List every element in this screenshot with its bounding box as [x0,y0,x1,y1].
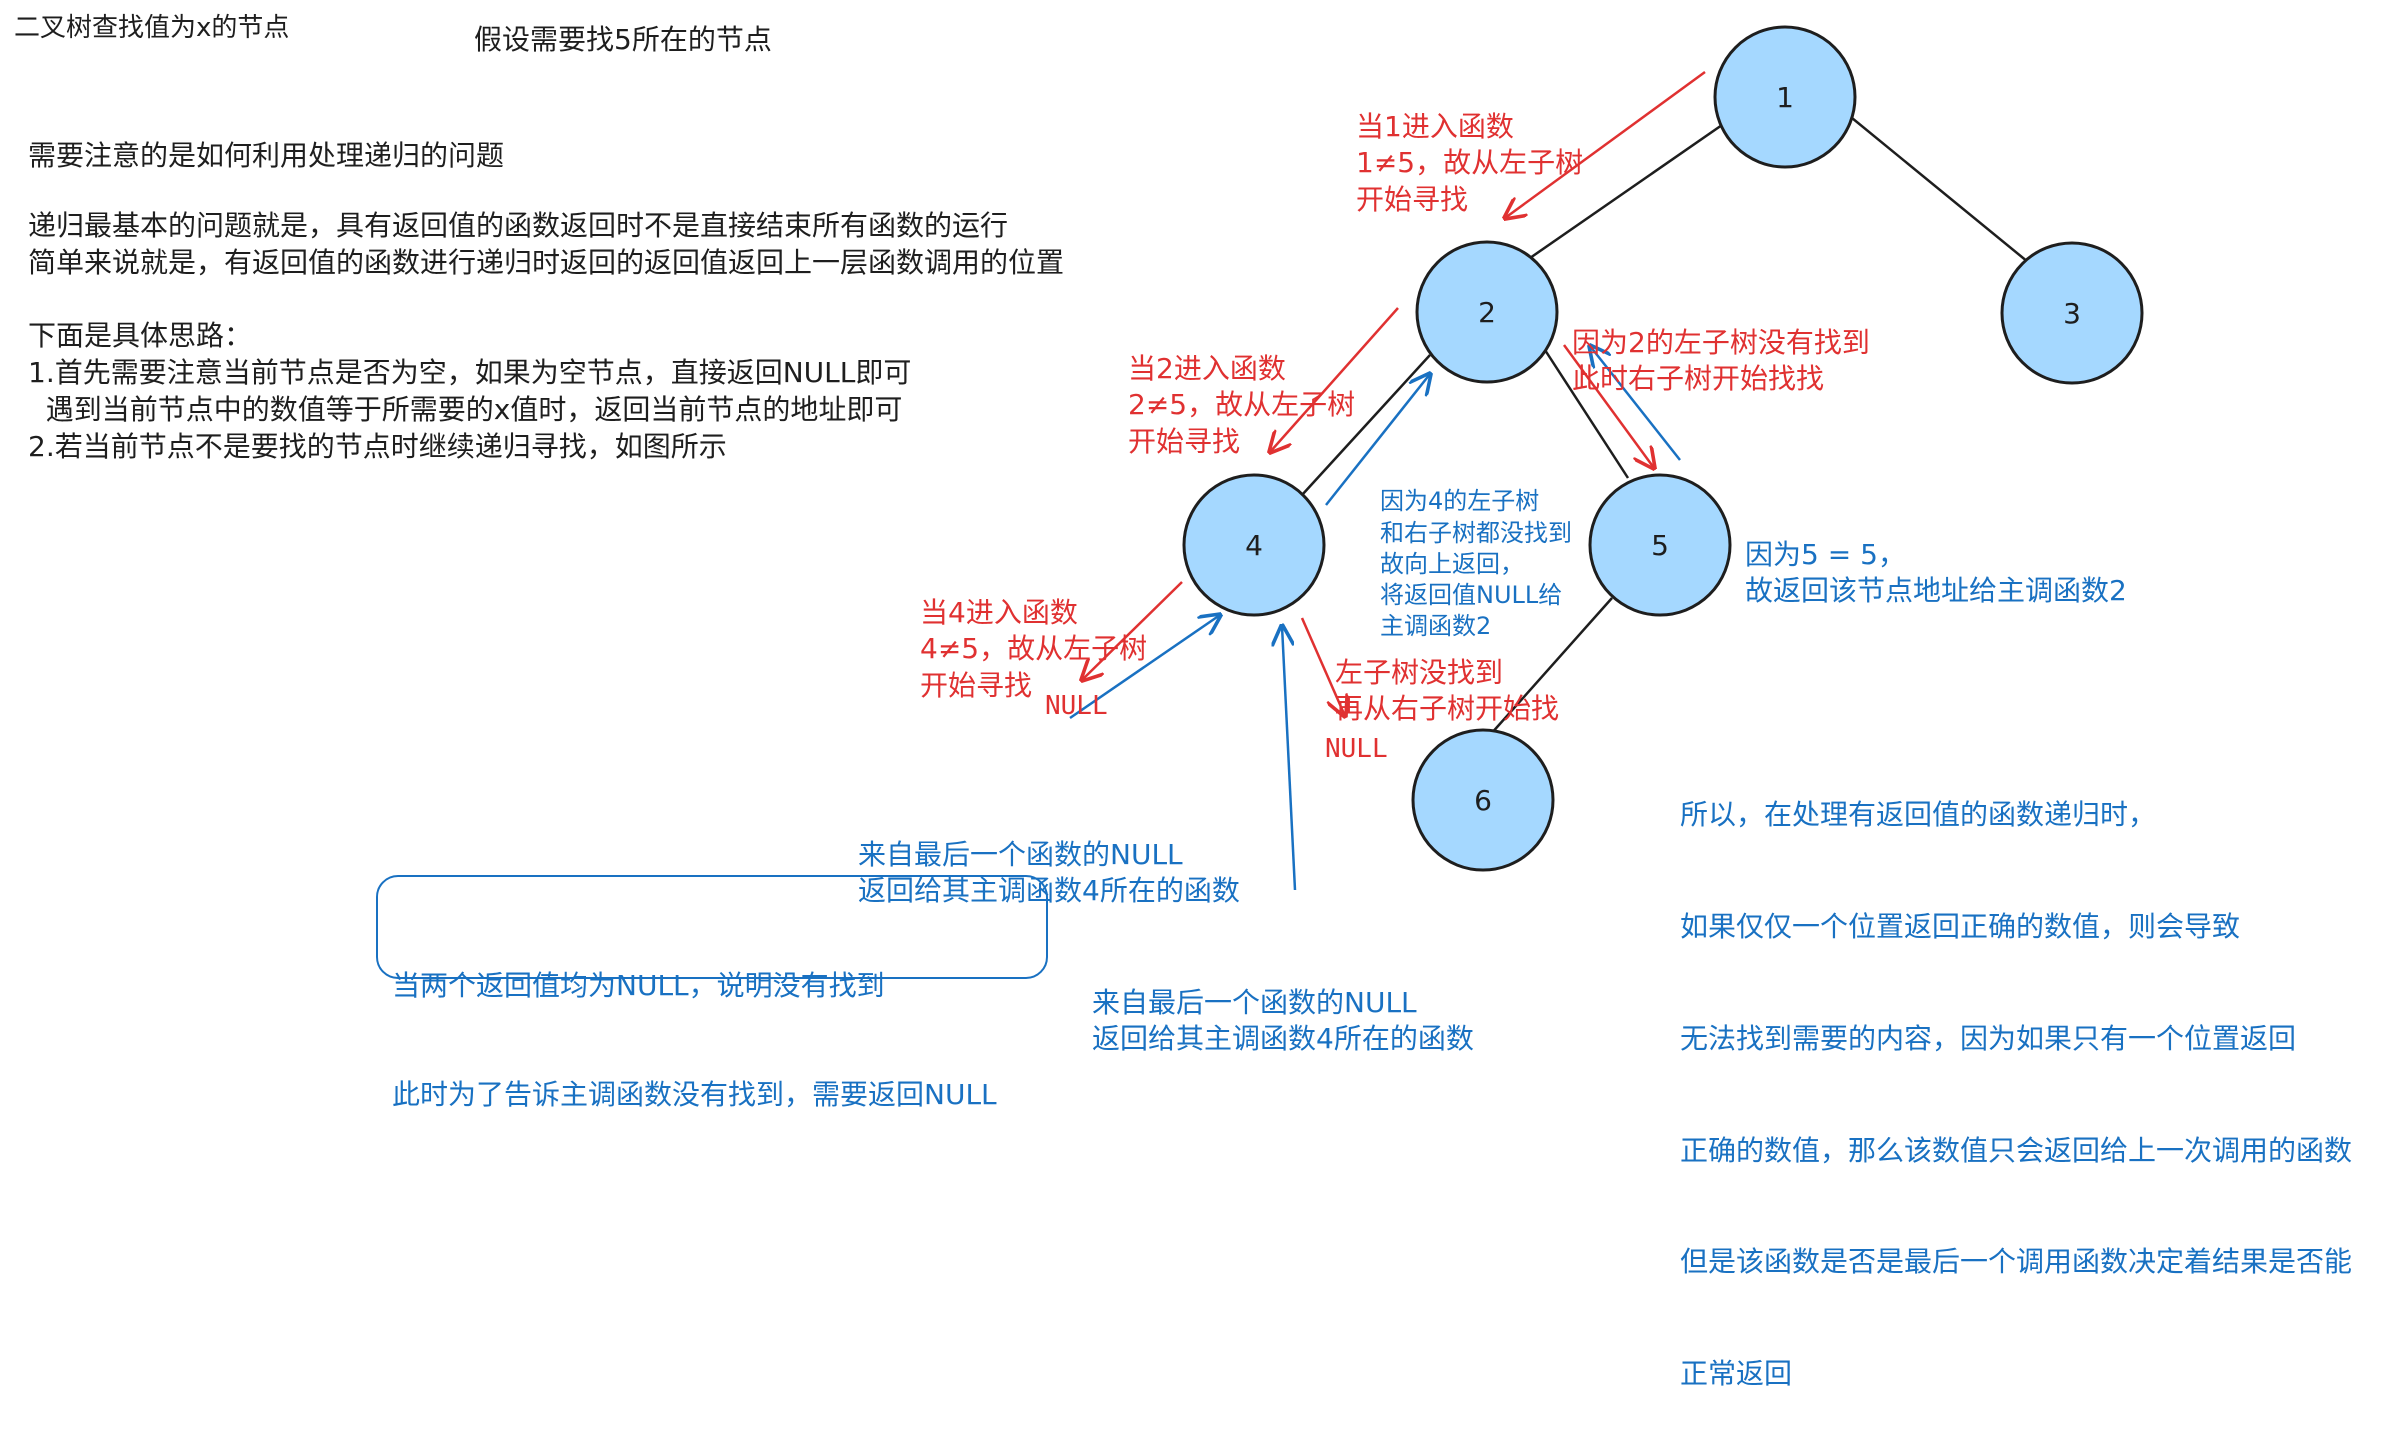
tree-node-2 [1415,240,1559,384]
arrow-4-to-null-right [1300,617,1345,716]
arrow-4-to-null-left [1082,581,1183,680]
explanation-line-7: 2.若当前节点不是要找的节点时继续递归寻找，如图所示 [28,430,727,463]
tree-node-5 [1588,473,1732,617]
both-null-line-2: 此时为了告诉主调函数没有找到，需要返回NULL [392,1077,997,1111]
node2-right-annotation: 因为2的左子树没有找到此时右子树开始找找 [1572,325,1870,396]
arrow-2-to-4 [1270,307,1399,452]
node-2-label: 2 [1478,296,1496,329]
tree-node-1 [1713,25,1857,169]
diagram-title: 二叉树查找值为x的节点 [14,13,290,43]
arrow-2-to-5 [1562,344,1654,468]
both-null-box: 当两个返回值均为NULL，说明没有找到 此时为了告诉主调函数没有找到，需要返回N… [376,875,1048,1111]
conclusion-text: 所以，在处理有返回值的函数递归时， 如果仅仅一个位置返回正确的数值，则会导致 无… [1680,798,2353,1390]
explanation-line-3: 简单来说就是，有返回值的函数进行递归时返回的返回值返回上一层函数调用的位置 [28,246,1065,279]
node-1-label: 1 [1776,81,1794,114]
explanation-line-5: 1.首先需要注意当前节点是否为空，如果为空节点，直接返回NULL即可 [28,356,912,389]
return4-annotation: 因为4的左子树和右子树都没找到故向上返回，将返回值NULL给主调函数2 [1380,487,1572,641]
edge-1-2 [1529,123,1723,260]
edge-1-3 [1851,117,2029,263]
node-5-label: 5 [1651,529,1669,562]
tree-node-4 [1182,473,1326,617]
arrow-4-to-2 [1325,374,1430,506]
both-null-line-1: 当两个返回值均为NULL，说明没有找到 [392,968,885,1002]
node-4-label: 4 [1245,529,1263,562]
node-6-label: 6 [1474,784,1492,817]
explanation-line-1: 需要注意的是如何利用处理递归的问题 [28,139,505,172]
tree-diagram: 1 2 3 4 5 6 [1069,25,2144,891]
tree-node-3 [2000,241,2144,385]
null-right-label: NULL [1325,734,1388,764]
explanation-line-2: 递归最基本的问题就是，具有返回值的函数返回时不是直接结束所有函数的运行 [28,209,1009,242]
edge-2-5 [1543,349,1630,479]
found5-annotation: 因为5 = 5，故返回该节点地址给主调函数2 [1745,537,2127,608]
explanation-line-6: 遇到当前节点中的数值等于所需要的x值时，返回当前节点的地址即可 [28,393,903,426]
arrow-null-to-4 [1069,615,1220,720]
node-3-label: 3 [2063,297,2081,330]
assumption-text: 假设需要找5所在的节点 [474,23,772,56]
explanation-line-4: 下面是具体思路： [28,319,253,352]
arrow-5-to-2 [1590,346,1681,461]
null-left-label: NULL [1045,691,1108,721]
edge-5-6 [1489,597,1613,736]
arrow-null-right-to-4 [1282,626,1297,891]
node4-right-annotation: 左子树没找到再从右子树开始找 [1335,655,1560,726]
arrow-1-to-2 [1505,70,1706,218]
tree-node-6 [1411,728,1555,872]
